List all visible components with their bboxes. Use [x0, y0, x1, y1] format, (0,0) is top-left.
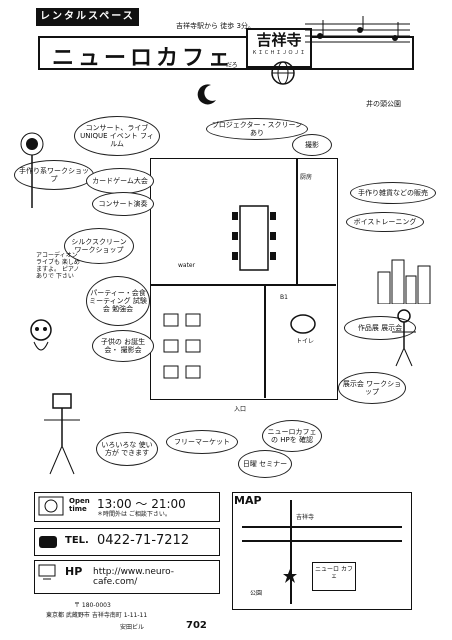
open-time-note: ＊時間外は ご相談下さい。 [97, 511, 171, 518]
city-buildings-icon [377, 259, 431, 304]
callout-projector: プロジェクター・スクリーン あり [206, 118, 308, 140]
callout-card-game: カードゲーム大会 [86, 168, 154, 194]
floor-divider-vertical [264, 284, 266, 398]
map-rail [242, 526, 402, 528]
floor-plan [150, 158, 338, 400]
room-toilet-label: トイレ [296, 338, 315, 345]
postal-code: 〒 180-0003 [74, 602, 111, 609]
music-notes-icon [305, 16, 410, 43]
tel-row: TEL. 0422-71-7212 [34, 528, 220, 556]
callout-seminar: 日曜 セミナー [238, 450, 292, 478]
sunflower-icon [20, 132, 44, 208]
alien-icon [30, 319, 52, 351]
computer-icon [38, 564, 56, 580]
callout-training: ボイストレーニング [346, 212, 424, 232]
kids-note: アコーディオン ライブも 楽しめますよ。 ピアノありで 下さい [36, 252, 80, 280]
address-line2: 安田ビル [120, 624, 145, 631]
phone-icon [39, 536, 57, 548]
open-time-row: Open time 13:00 ～ 21:00 ＊時間外は ご相談下さい。 [34, 492, 220, 522]
callout-concert: コンサート、ライブ UNIQUE イベント フィルム [74, 116, 160, 156]
table-icon [232, 205, 276, 271]
callout-event-display: 展示会 ワークショップ [338, 372, 406, 404]
moon-icon [197, 84, 216, 105]
tel-label: TEL. [65, 535, 89, 546]
callout-flea-market: フリーマーケット [166, 430, 238, 454]
seating-icon [163, 313, 201, 379]
toilet-icon [290, 314, 316, 334]
page-title: ニューロカフェ [52, 46, 235, 71]
kichijoji-sub: ＫＩＣＨＩＪＯＪＩ [251, 50, 306, 56]
callout-workshop-crafts: 手作り系ワークショップ [14, 160, 94, 190]
room-kitchen-label: 厨房 [300, 174, 313, 181]
hp-row: HP http://www.neuro-cafe.com/ [34, 560, 220, 594]
floor-divider-right [296, 158, 298, 284]
b1-label: B1 [280, 294, 288, 301]
clock-icon [38, 496, 64, 516]
figure-icon [392, 309, 416, 367]
callout-silkscreen: シルクスクリーン ワークショップ [64, 228, 134, 264]
globe-icon [271, 61, 295, 85]
callout-shooting: 撮影 [292, 134, 332, 156]
title-suffix: だろ [226, 62, 238, 69]
series-banner: レンタルスペース [36, 8, 139, 26]
kichijoji-label: 吉祥寺 [256, 31, 302, 49]
room-water-label: water [178, 262, 196, 269]
map-park: 公園 [250, 590, 263, 597]
floor-divider [150, 284, 336, 286]
entrance-label: 入口 [234, 406, 247, 413]
hp-label: HP [65, 565, 83, 578]
map-street [290, 500, 292, 604]
callout-concert-gig: コンサート演奏 [92, 192, 154, 216]
map-box [232, 492, 412, 610]
map-label: MAP [234, 494, 262, 507]
address-line1: 東京都 武蔵野市 吉祥寺南町 1-11-11 [46, 612, 148, 619]
callout-usage-note: いろいろな 使い方が できます [96, 432, 158, 466]
callout-menu-note: ニューロカフェの HPを 確認 [262, 420, 322, 452]
park-label: 井の頭公園 [366, 100, 401, 108]
open-time-label: Open time [69, 497, 90, 513]
star-icon [283, 569, 297, 583]
callout-party: パーティー・会食 ミーティング 試験会 勉強会 [86, 276, 150, 326]
open-time-hours: 13:00 ～ 21:00 [97, 497, 186, 511]
callout-children-event: 子供の お誕生会・ 撮影会 [92, 330, 154, 362]
callout-crafts-sale: 手作り雑貨などの販売 [350, 182, 436, 204]
map-station: 吉祥寺 [296, 514, 315, 521]
room-number: 702 [186, 620, 207, 631]
hp-url[interactable]: http://www.neuro-cafe.com/ [93, 567, 175, 587]
map-cafe-box: ニューロ カフェ [312, 562, 356, 591]
robot-icon [44, 393, 80, 475]
map-road [242, 540, 402, 542]
tel-number[interactable]: 0422-71-7212 [97, 533, 190, 548]
access-note: 吉祥寺駅から 徒歩 3分。 [176, 22, 255, 30]
